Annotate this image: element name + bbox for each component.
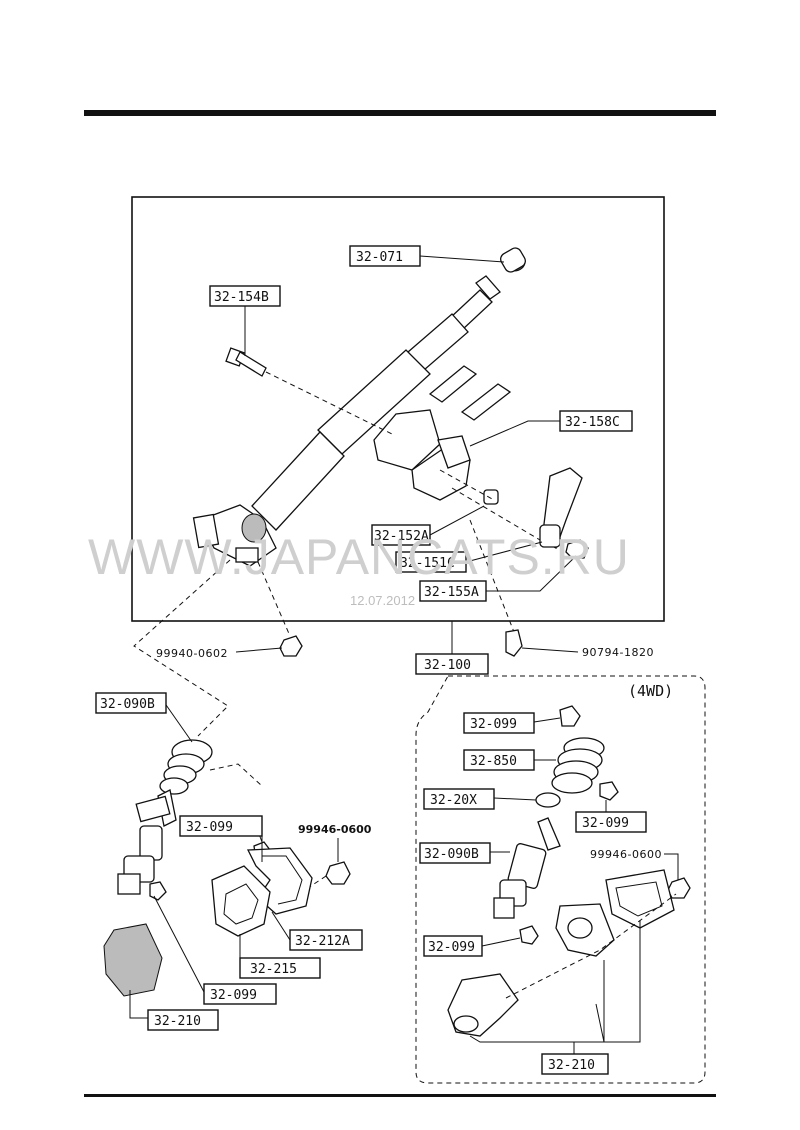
bolt-32-155A [565, 539, 589, 559]
label-32-099-r2: 32-099 [575, 811, 647, 833]
leader-099-r1 [533, 717, 561, 723]
4wd-group-label: (4WD) [628, 682, 673, 700]
label-32-210-left-text: 32-210 [154, 1014, 201, 1029]
leader-90794 [521, 647, 579, 653]
label-32-090B-left-text: 32-090B [100, 697, 155, 712]
label-32-152A: 32-152A [371, 524, 431, 546]
shield-32-215 [211, 865, 271, 937]
label-32-158C-text: 32-158C [565, 415, 620, 430]
nut-99940-0602 [279, 635, 303, 657]
column-assembly-frame [131, 196, 665, 622]
4wd-group-outline [415, 675, 706, 1084]
label-99940-0602: 99940-0602 [156, 647, 228, 660]
leader-071 [419, 255, 505, 263]
right-universal-joint-32-090B [493, 817, 561, 919]
label-32-850-text: 32-850 [470, 754, 517, 769]
leader-99946-r [664, 853, 679, 880]
bracket-32-158C [373, 409, 471, 501]
bolt-right-32-099-b [599, 781, 619, 801]
leader-99940 [235, 647, 283, 653]
label-32-099-left-b: 32-099 [203, 983, 277, 1005]
label-32-850: 32-850 [463, 749, 535, 771]
cover-left-32-210 [103, 923, 163, 997]
guide-to-joint [133, 559, 231, 737]
right-boot-cover [447, 973, 519, 1037]
label-32-099-r1-text: 32-099 [470, 717, 517, 732]
label-32-212A: 32-212A [289, 929, 363, 951]
label-32-20X-text: 32-20X [430, 793, 477, 808]
label-32-099-r1: 32-099 [463, 712, 535, 734]
label-32-155A-text: 32-155A [424, 585, 479, 600]
label-32-071: 32-071 [349, 245, 421, 267]
label-32-090B-right-text: 32-090B [424, 847, 479, 862]
bolt-left-32-099-b [149, 881, 167, 901]
label-32-151C: 32-151C [395, 551, 467, 573]
guide-151C [439, 469, 495, 501]
right-cover-plate [605, 869, 675, 929]
watermark-text: WWW.JAPANCATS.RU [88, 529, 630, 585]
left-universal-joint-assembly [117, 739, 213, 895]
label-32-152A-text: 32-152A [374, 529, 429, 544]
bolt-right-32-099-a [559, 705, 581, 727]
guide-155A [451, 487, 541, 541]
leader-099-left-b [153, 895, 205, 993]
leader-210-r [469, 920, 641, 1043]
leader-099-r3 [481, 937, 521, 947]
label-32-210-right: 32-210 [541, 1053, 609, 1075]
guide-left-bolt-a [209, 763, 263, 787]
leader-155A [486, 555, 577, 592]
label-32-099-left-b-text: 32-099 [210, 988, 257, 1003]
bottom-rule [84, 1094, 716, 1097]
leader-158C [469, 420, 560, 447]
label-32-20X: 32-20X [423, 788, 495, 810]
leader-090B-left [163, 701, 193, 743]
watermark-date: 12.07.2012 [350, 593, 415, 608]
label-32-212A-text: 32-212A [295, 934, 350, 949]
right-gasket [555, 903, 615, 957]
clip-32-152A [483, 489, 499, 505]
label-99946-0600-left: 99946-0600 [298, 823, 372, 836]
label-32-100: 32-100 [415, 653, 489, 675]
top-rule [84, 110, 716, 116]
label-32-090B-left: 32-090B [95, 692, 167, 714]
label-32-154B: 32-154B [209, 285, 281, 307]
steering-column-shaft [192, 247, 526, 567]
clamp-32-20X [535, 792, 561, 808]
label-90794-1820: 90794-1820 [582, 646, 654, 659]
label-32-155A: 32-155A [419, 580, 487, 602]
bolt-32-154B [225, 347, 267, 377]
label-32-090B-right: 32-090B [419, 842, 491, 864]
guide-to-nut [257, 561, 291, 637]
label-32-099-r3: 32-099 [423, 935, 483, 957]
right-boot-32-850 [551, 737, 605, 794]
leader-152A [429, 505, 485, 536]
label-32-210-left: 32-210 [147, 1009, 219, 1031]
label-32-215: 32-215 [239, 957, 321, 979]
guide-bolt-90794 [469, 519, 515, 633]
bolt-right-32-099-c [519, 925, 539, 945]
leader-210-left [129, 990, 148, 1019]
label-32-099-r3-text: 32-099 [428, 940, 475, 955]
label-32-151C-text: 32-151C [400, 556, 455, 571]
bolt-90794-1820 [505, 629, 523, 657]
label-32-154B-text: 32-154B [214, 290, 269, 305]
guide-154B [265, 371, 393, 435]
bracket-32-151C [539, 467, 583, 549]
leader-151C [465, 541, 543, 563]
leader-20X [493, 797, 537, 801]
label-32-215-text: 32-215 [250, 962, 297, 977]
leader-212A [271, 911, 291, 941]
label-32-158C: 32-158C [559, 410, 633, 432]
label-32-099-r2-text: 32-099 [582, 816, 629, 831]
label-32-210-right-text: 32-210 [548, 1058, 595, 1073]
nut-right-99946-0600 [667, 877, 691, 899]
label-32-071-text: 32-071 [356, 250, 403, 265]
label-32-100-text: 32-100 [424, 658, 471, 673]
label-32-099-left-a-text: 32-099 [186, 820, 233, 835]
label-32-099-left-a: 32-099 [179, 815, 263, 837]
nut-left-99946-0600 [325, 861, 351, 885]
plates [428, 365, 512, 421]
label-99946-0600-right: 99946-0600 [590, 848, 662, 861]
